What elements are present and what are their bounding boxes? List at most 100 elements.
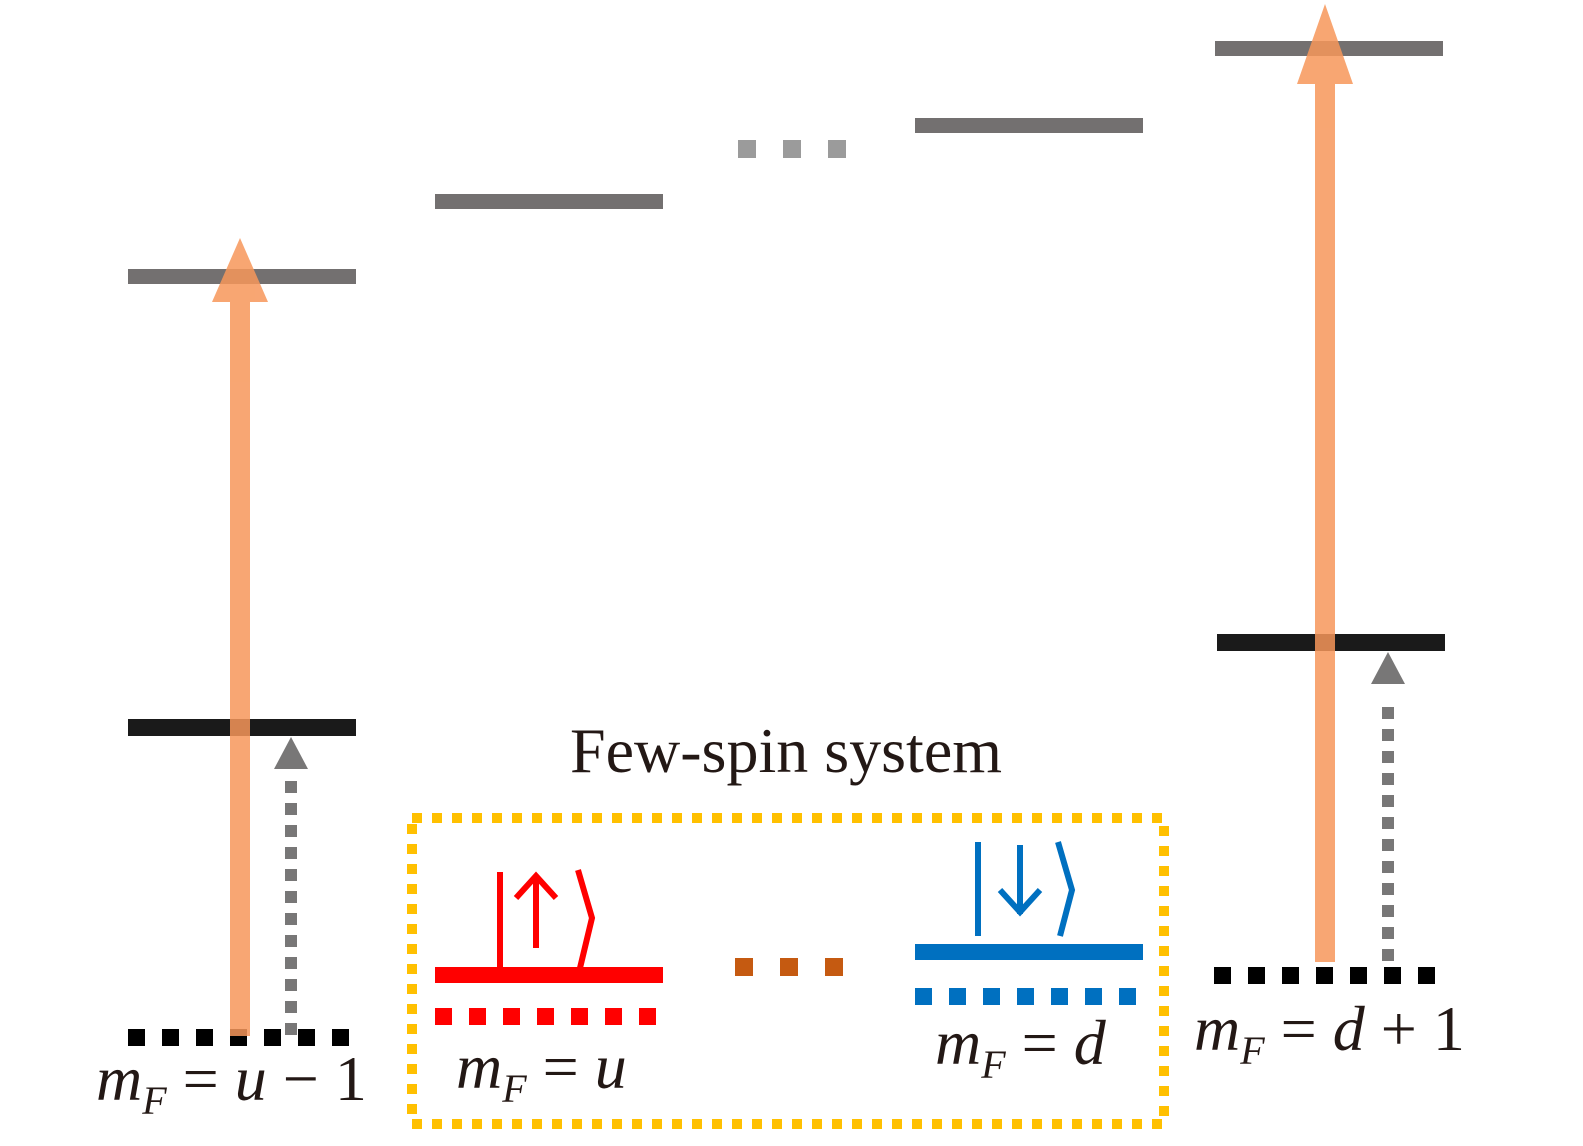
level-dot (1017, 988, 1034, 1005)
level-dot (264, 1029, 281, 1046)
spin-up-state: mF = u (435, 869, 663, 1111)
pump-arrow-shaft (230, 300, 250, 1036)
level-dot (298, 1029, 315, 1046)
probe-arrow-dot (1382, 949, 1394, 961)
ellipsis-dot (735, 958, 753, 976)
probe-arrow-dot (1382, 905, 1394, 917)
probe-arrow-dot (285, 781, 297, 793)
mf-value: d (1333, 993, 1366, 1064)
pump-arrow-right (1297, 4, 1353, 962)
equals-sign: = (1265, 993, 1333, 1064)
ellipsis-dot (828, 140, 846, 158)
level-dot (915, 988, 932, 1005)
operator: + (1365, 993, 1433, 1064)
offset-number: 1 (1433, 993, 1465, 1064)
level-dot (1316, 967, 1333, 984)
pump-arrow-left (212, 238, 268, 1036)
level-dot (196, 1029, 213, 1046)
probe-arrow-dot (285, 1023, 297, 1035)
mf-value: d (1074, 1007, 1107, 1078)
level-dot (1119, 988, 1136, 1005)
probe-arrow-dot (285, 957, 297, 969)
excited-level-down (915, 118, 1143, 133)
ellipsis-dot (783, 140, 801, 158)
spin-up-level (435, 967, 663, 983)
probe-arrow-dot (285, 979, 297, 991)
spin-up-mf-label: mF = u (456, 1031, 627, 1111)
operator: − (267, 1043, 335, 1114)
probe-arrow-dot (1382, 883, 1394, 895)
ellipsis-top (738, 140, 846, 158)
probe-arrow-head (274, 737, 308, 769)
offset-number: 1 (335, 1043, 367, 1114)
level-dot (1282, 967, 1299, 984)
spin-up-dotted-level (435, 1008, 656, 1025)
probe-arrow-right (1371, 652, 1405, 961)
probe-arrow-dot (1382, 795, 1394, 807)
probe-arrow-dot (1382, 927, 1394, 939)
right-mf-label: mF = d + 1 (1194, 993, 1465, 1073)
level-dot (537, 1008, 554, 1025)
ellipsis-dot (825, 958, 843, 976)
probe-arrow-dot (285, 913, 297, 925)
mf-value: u (595, 1031, 627, 1102)
equals-sign: = (167, 1043, 235, 1114)
ellipsis-dot (780, 958, 798, 976)
level-dot (435, 1008, 452, 1025)
probe-arrow-dot (285, 847, 297, 859)
f-subscript: F (980, 1042, 1006, 1087)
level-dot (949, 988, 966, 1005)
ellipsis-dot (738, 140, 756, 158)
spin-up-ket-icon (497, 869, 596, 969)
pump-arrow-shaft (1315, 82, 1335, 962)
level-dot (1350, 967, 1367, 984)
few-spin-system-box (407, 813, 1169, 1129)
equals-sign: = (1006, 1007, 1074, 1078)
level-dot (605, 1008, 622, 1025)
level-dot (571, 1008, 588, 1025)
spin-down-level (915, 944, 1143, 960)
excited-level-up (435, 194, 663, 209)
probe-arrow-dot (1382, 817, 1394, 829)
left-mf-label: mF = u − 1 (96, 1043, 367, 1123)
probe-arrow-dot (1382, 839, 1394, 851)
level-dot (128, 1029, 145, 1046)
m-symbol: m (935, 1007, 981, 1078)
f-subscript: F (1239, 1028, 1265, 1073)
pump-arrow-head (1297, 4, 1353, 84)
level-dot (1085, 988, 1102, 1005)
ellipsis-bottom (735, 958, 843, 976)
spin-down-mf-label: mF = d (935, 1007, 1107, 1087)
probe-arrow-left (274, 737, 308, 1035)
f-subscript: F (141, 1078, 167, 1123)
spin-down-state: mF = d (915, 841, 1143, 1087)
probe-arrow-dot (1382, 751, 1394, 763)
probe-arrow-dot (285, 803, 297, 815)
probe-arrow-dot (1382, 729, 1394, 741)
probe-arrow-dot (1382, 707, 1394, 719)
level-dot (503, 1008, 520, 1025)
diagram-title: Few-spin system (570, 715, 1002, 786)
mf-value: u (235, 1043, 267, 1114)
level-dot (983, 988, 1000, 1005)
m-symbol: m (1194, 993, 1240, 1064)
spin-down-ket-icon (975, 841, 1076, 937)
probe-arrow-dot (1382, 773, 1394, 785)
m-symbol: m (456, 1031, 502, 1102)
level-dot (639, 1008, 656, 1025)
level-dot (1051, 988, 1068, 1005)
level-dot (469, 1008, 486, 1025)
level-dot (1418, 967, 1435, 984)
probe-arrow-dot (285, 869, 297, 881)
probe-arrow-head (1371, 652, 1405, 684)
pump-arrow-head (212, 238, 268, 302)
probe-arrow-dot (285, 825, 297, 837)
m-symbol: m (96, 1043, 142, 1114)
probe-arrow-dot (285, 891, 297, 903)
spin-down-dotted-level (915, 988, 1136, 1005)
probe-arrow-dot (285, 1001, 297, 1013)
f-subscript: F (501, 1066, 527, 1111)
equals-sign: = (527, 1031, 595, 1102)
